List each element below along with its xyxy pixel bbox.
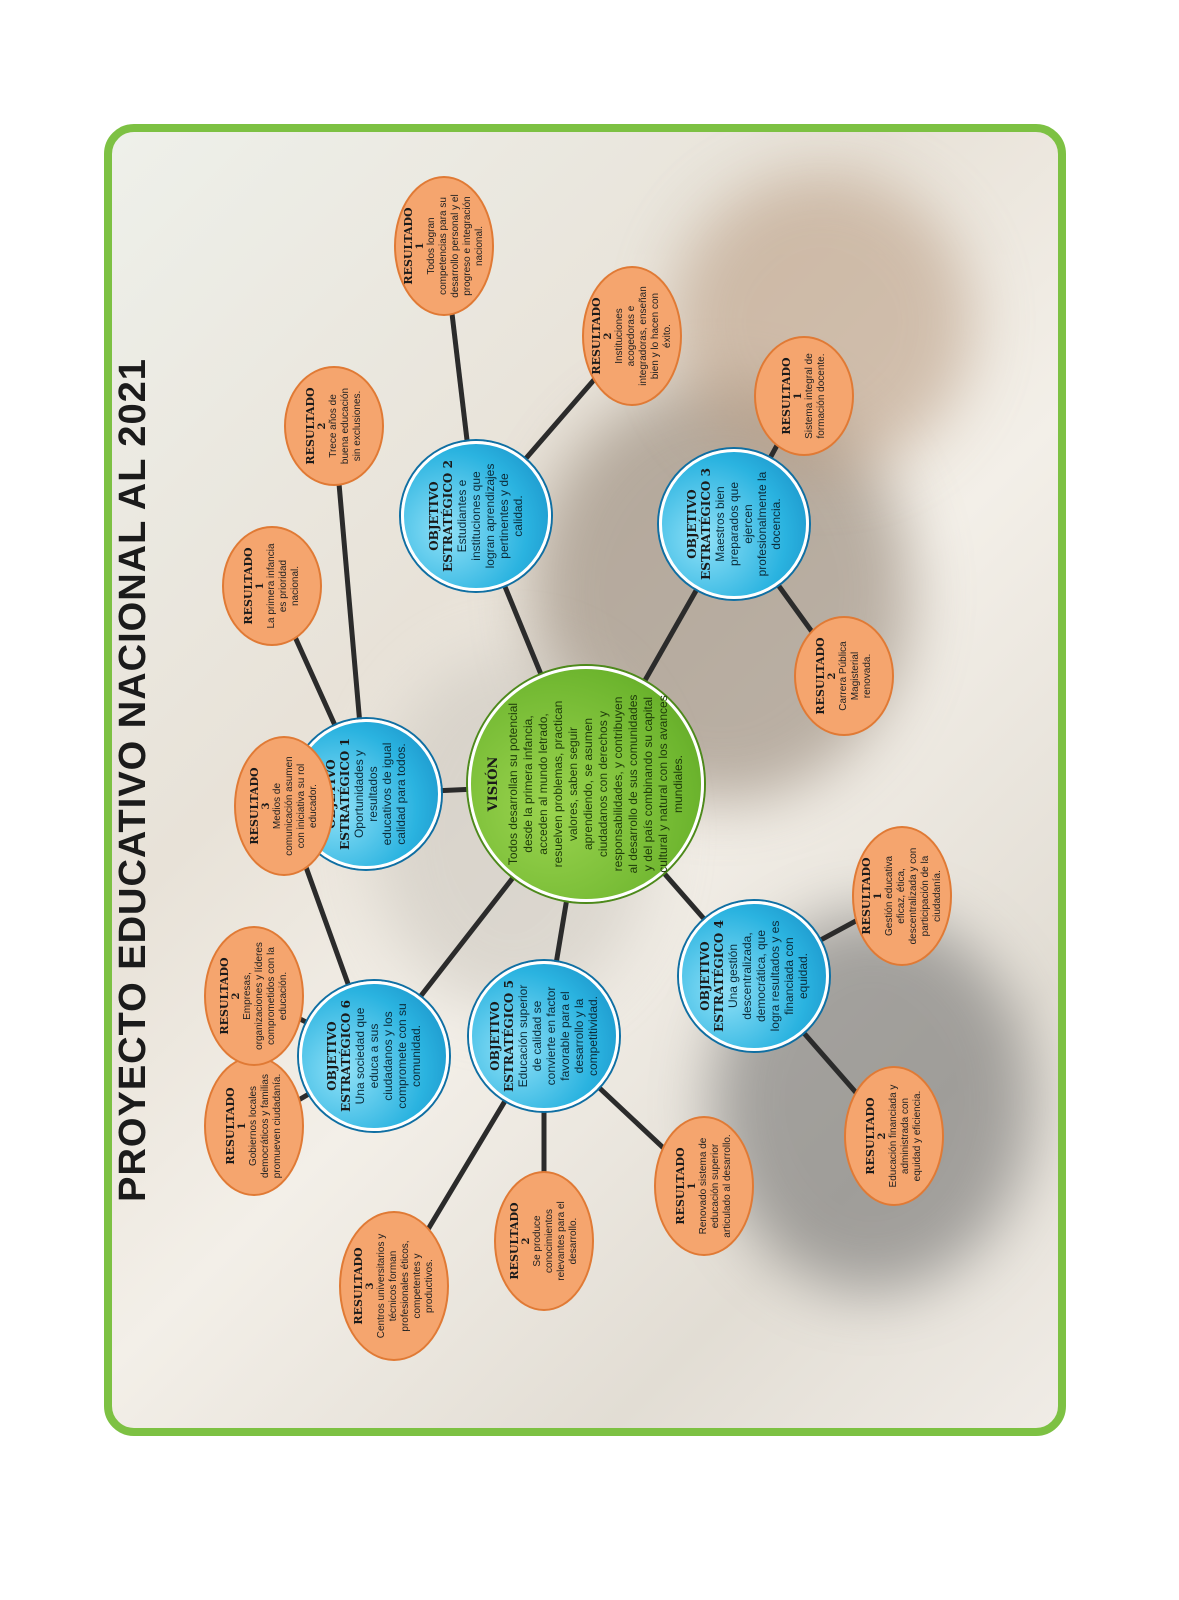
result-heading: RESULTADO (304, 387, 317, 465)
objective-heading: OBJETIVO ESTRATÉGICO 2 (427, 460, 455, 572)
result-text: Gestión educativa eficaz, ética, descent… (884, 847, 943, 945)
result-text: Todos logran competencias para su desarr… (426, 194, 485, 298)
result-number: 2 (231, 992, 242, 1000)
result-heading: RESULTADO (224, 1087, 237, 1165)
result-text: Educación financiada y administrada con … (888, 1084, 923, 1188)
mind-map: PROYECTO EDUCATIVO NACIONAL AL 2021 VISI… (104, 124, 1066, 1436)
result-number: 2 (603, 332, 614, 340)
result-heading: RESULTADO (242, 547, 255, 625)
result-text: Medios de comunicación asumen con inicia… (272, 756, 319, 856)
result-text: Gobiernos locales democráticos y familia… (248, 1073, 283, 1179)
result-heading: RESULTADO (814, 637, 827, 715)
result-number: 1 (237, 1122, 248, 1130)
result-heading: RESULTADO (860, 857, 873, 935)
result-heading: RESULTADO (780, 357, 793, 435)
result-number: 1 (873, 892, 884, 900)
objective-text: Una sociedad que educa a sus ciudadanos … (353, 1003, 423, 1109)
objective-text: Maestros bien preparados que ejercen pro… (713, 471, 783, 577)
result-heading: RESULTADO (248, 767, 261, 845)
result-heading: RESULTADO (352, 1247, 365, 1325)
result-number: 2 (877, 1132, 888, 1140)
objective-text: Una gestión descentralizada, democrática… (726, 920, 810, 1032)
result-heading: RESULTADO (864, 1097, 877, 1175)
objective-heading: OBJETIVO ESTRATÉGICO 5 (488, 980, 516, 1092)
result-text: La primera infancia es prioridad naciona… (266, 543, 301, 629)
objective-heading: OBJETIVO ESTRATÉGICO 3 (685, 468, 713, 580)
objective-text: Estudiantes e instituciones que logran a… (455, 463, 525, 569)
objective-text: Educación superior de calidad se convier… (516, 984, 600, 1088)
result-text: Instituciones acogedoras e integradoras,… (614, 286, 673, 386)
result-number: 1 (687, 1182, 698, 1190)
result-text: Centros universitarios y técnicos forman… (376, 1233, 435, 1339)
result-number: 2 (317, 422, 328, 430)
result-heading: RESULTADO (218, 957, 231, 1035)
objective-text: Oportunidades y resultados educativos de… (352, 742, 408, 846)
result-text: Carrera Pública Magisterial renovada. (838, 641, 873, 711)
objective-heading: OBJETIVO ESTRATÉGICO 4 (698, 920, 726, 1032)
vision-heading: VISIÓN (485, 756, 501, 812)
result-heading: RESULTADO (402, 207, 415, 285)
result-number: 3 (365, 1282, 376, 1290)
objective-heading: OBJETIVO ESTRATÉGICO 6 (325, 1000, 353, 1112)
result-text: Trece años de buena educación sin exclus… (328, 387, 363, 465)
result-text: Sistema integral de formación docente. (804, 353, 827, 439)
vision-node: VISIÓN Todos desarrollan su potencial de… (468, 666, 704, 902)
result-heading: RESULTADO (590, 297, 603, 375)
result-text: Renovado sistema de educación superior a… (698, 1134, 733, 1238)
result-number: 3 (261, 802, 272, 810)
result-number: 1 (793, 392, 804, 400)
result-number: 1 (415, 242, 426, 250)
result-number: 2 (521, 1237, 532, 1245)
result-text: Se produce conocimientos relevantes para… (532, 1201, 579, 1281)
vision-text: Todos desarrollan su potencial desde la … (505, 694, 685, 874)
result-number: 1 (255, 582, 266, 590)
result-heading: RESULTADO (674, 1147, 687, 1225)
result-text: Empresas, organizaciones y líderes compr… (242, 942, 289, 1050)
result-number: 2 (827, 672, 838, 680)
result-heading: RESULTADO (508, 1202, 521, 1280)
